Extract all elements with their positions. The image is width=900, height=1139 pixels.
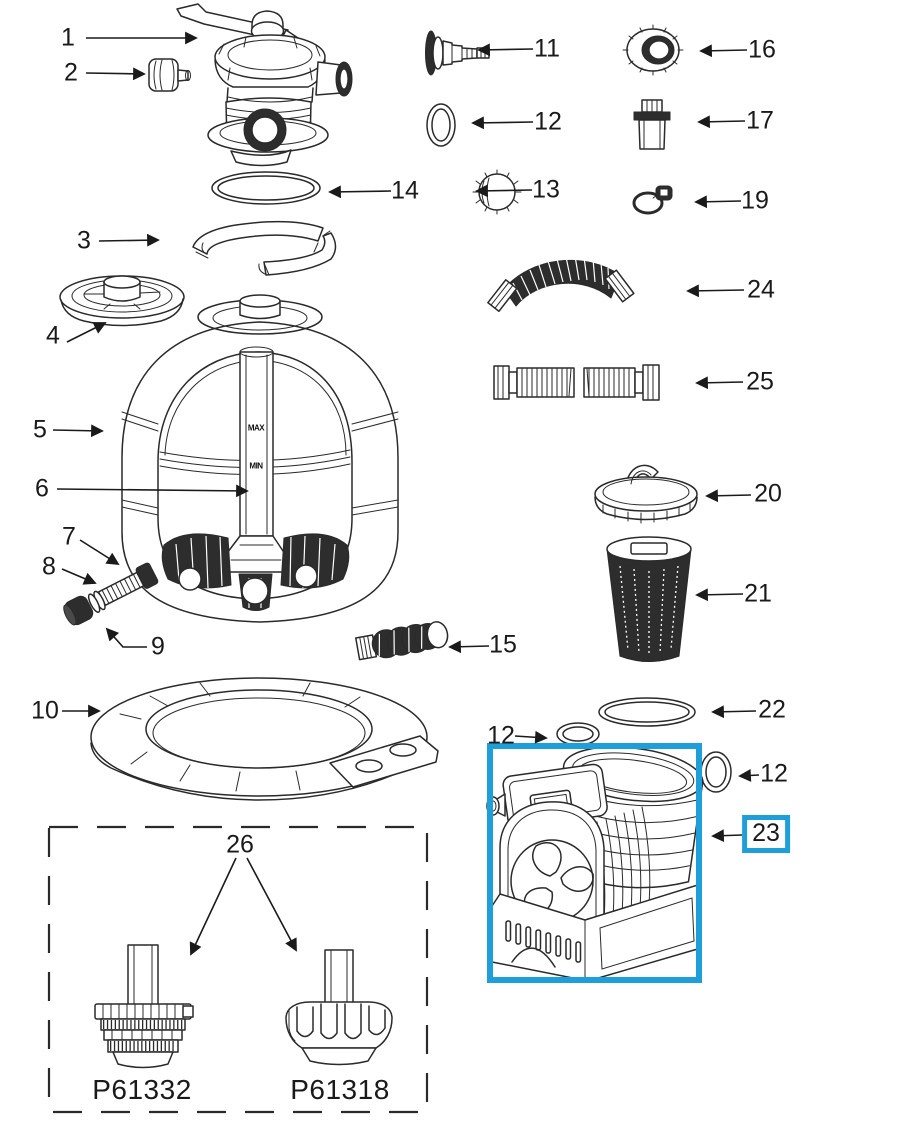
callout-4: 4 <box>46 321 60 350</box>
callout-21: 21 <box>744 579 772 608</box>
clamp-ring-drawing <box>192 220 337 276</box>
adapter-p61332-drawing <box>94 944 194 1069</box>
part-code-p61332: P61332 <box>92 1074 192 1105</box>
pump-drawing <box>486 746 704 982</box>
strainer-basket-drawing <box>606 536 692 662</box>
o-ring-12c-drawing <box>700 751 732 793</box>
straight-hose-drawing <box>493 364 660 401</box>
callout-2: 2 <box>64 58 78 87</box>
callout-22: 22 <box>758 695 786 724</box>
o-ring-12b-drawing <box>556 722 600 746</box>
tank-max-marking: MAX <box>247 423 265 433</box>
callout-12c: 12 <box>760 759 788 788</box>
callout-12a: 12 <box>534 107 562 136</box>
relief-plug-drawing <box>148 58 191 92</box>
callout-8: 8 <box>42 552 56 581</box>
callout-13: 13 <box>532 175 560 204</box>
hose-adapter-drawing <box>425 30 490 76</box>
callout-19: 19 <box>741 186 769 215</box>
drain-fitting-drawing <box>63 562 159 626</box>
callout-1: 1 <box>61 23 75 52</box>
base-ring-drawing <box>90 677 439 801</box>
o-ring-12a-drawing <box>426 103 456 147</box>
callout-11: 11 <box>534 34 560 63</box>
callout-12b: 12 <box>487 721 515 750</box>
valve-knob-drawing <box>472 169 522 215</box>
callout-arrows <box>52 31 760 956</box>
callout-6: 6 <box>35 474 49 503</box>
curved-hose-drawing <box>487 255 635 313</box>
callout-15: 15 <box>489 630 517 659</box>
drain-cap-drawing <box>63 595 94 626</box>
callout-9: 9 <box>151 632 165 661</box>
multiport-valve-drawing <box>176 3 353 167</box>
tank-min-marking: MIN <box>249 461 263 471</box>
adapter-p61318-drawing <box>285 949 393 1066</box>
hose-nut-drawing <box>622 24 684 76</box>
callout-23-highlighted: 23 <box>742 815 790 853</box>
tank-lid-drawing <box>59 275 185 327</box>
callout-14: 14 <box>391 176 419 205</box>
o-ring-22-drawing <box>598 697 696 727</box>
strainer-lid-drawing <box>594 464 698 524</box>
pump-highlight-box <box>487 743 702 983</box>
inset-dashed-box <box>47 825 429 1114</box>
part-code-p61318: P61318 <box>290 1074 390 1105</box>
callout-10: 10 <box>31 696 59 725</box>
filter-tank-drawing <box>121 294 399 623</box>
valve-fitting-drawing <box>633 99 671 150</box>
callout-20: 20 <box>754 479 782 508</box>
o-ring-14-drawing <box>211 171 321 205</box>
hose-clamp-drawing <box>632 185 673 215</box>
callout-25: 25 <box>746 367 774 396</box>
callout-17: 17 <box>746 106 774 135</box>
strainer-pipe-drawing <box>355 621 449 661</box>
callout-3: 3 <box>77 226 91 255</box>
center-pipe-drawing <box>239 351 274 537</box>
callout-16: 16 <box>748 35 776 64</box>
callout-26: 26 <box>226 830 254 859</box>
callout-7: 7 <box>62 522 76 551</box>
callout-5: 5 <box>33 415 47 444</box>
callout-24: 24 <box>747 275 775 304</box>
